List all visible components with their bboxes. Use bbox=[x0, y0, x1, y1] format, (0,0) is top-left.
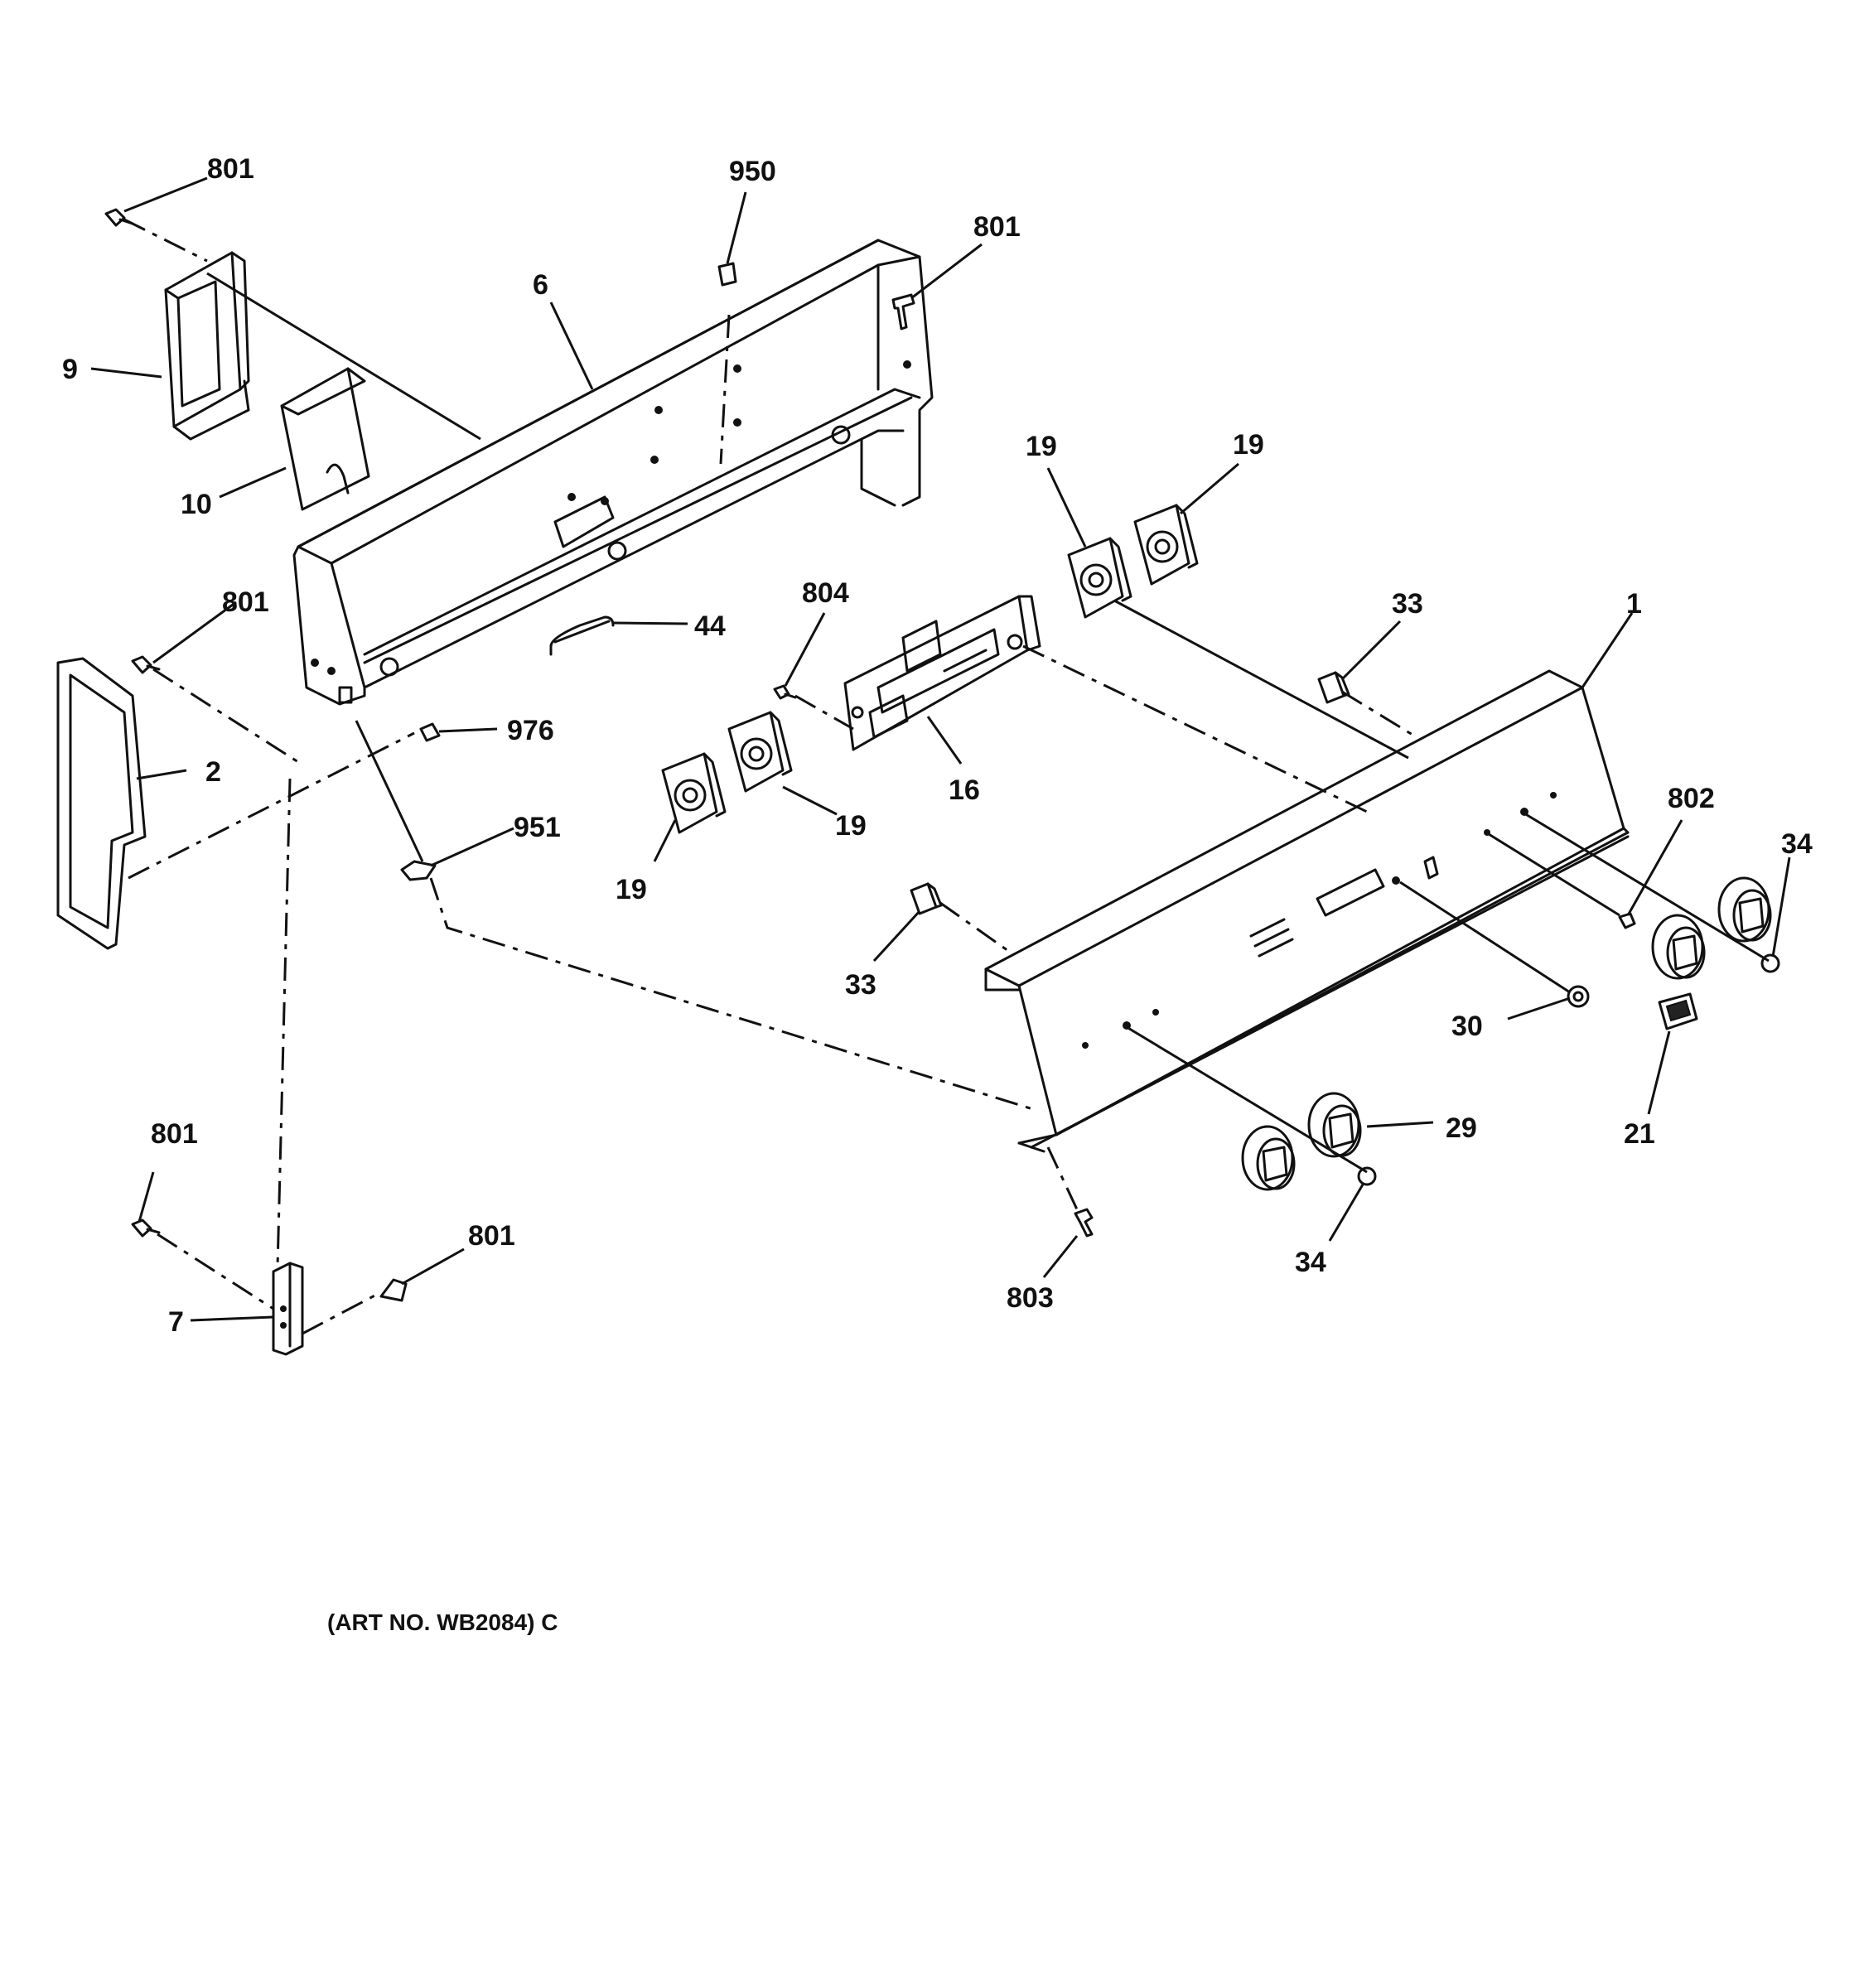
callout-44: 44 bbox=[694, 610, 726, 642]
part-801-screw-lower-left bbox=[131, 1218, 161, 1238]
part-19-switch-a bbox=[1067, 537, 1132, 619]
part-19-switch-d bbox=[661, 752, 727, 834]
part-19-switch-c bbox=[727, 711, 793, 793]
callout-numbers: 801 950 801 6 9 10 19 19 801 804 44 33 1… bbox=[62, 153, 1813, 1338]
callout-leaders bbox=[90, 176, 1791, 1322]
part-1-control-panel bbox=[984, 669, 1630, 1153]
part-7-bracket bbox=[272, 1262, 304, 1356]
callout-1: 1 bbox=[1626, 588, 1642, 620]
part-951-clip bbox=[400, 860, 437, 881]
callout-804: 804 bbox=[802, 577, 849, 609]
part-803-screw bbox=[1074, 1208, 1094, 1238]
callout-30: 30 bbox=[1451, 1011, 1483, 1042]
part-2-end-cap bbox=[56, 657, 147, 950]
part-30-pushbutton bbox=[1567, 985, 1590, 1008]
callout-19: 19 bbox=[616, 874, 647, 905]
part-44-harness bbox=[549, 615, 615, 656]
part-16-control-board bbox=[843, 595, 1041, 751]
part-801-screw-top-right bbox=[891, 293, 915, 331]
callout-16: 16 bbox=[949, 774, 980, 806]
callout-951: 951 bbox=[514, 812, 561, 843]
knob-left-upper bbox=[1307, 1092, 1362, 1158]
callout-801: 801 bbox=[207, 153, 254, 185]
knob-left-lower bbox=[1241, 1125, 1296, 1191]
part-6-backguard-frame bbox=[292, 239, 934, 706]
callout-21: 21 bbox=[1624, 1118, 1655, 1150]
callout-19: 19 bbox=[835, 810, 867, 842]
callout-7: 7 bbox=[168, 1306, 184, 1338]
callout-803: 803 bbox=[1007, 1282, 1054, 1314]
art-number-caption: (ART NO. WB2084) C bbox=[327, 1609, 558, 1635]
part-802-screw bbox=[1618, 912, 1636, 929]
part-801-screw-lower bbox=[379, 1278, 408, 1302]
callout-801: 801 bbox=[222, 586, 269, 618]
part-801-screw-left bbox=[131, 655, 161, 674]
callout-9: 9 bbox=[62, 354, 78, 385]
callout-6: 6 bbox=[533, 269, 548, 301]
callout-29: 29 bbox=[1446, 1112, 1477, 1144]
part-976-clip bbox=[419, 722, 441, 742]
part-33-switch-left bbox=[910, 882, 943, 915]
callout-19: 19 bbox=[1026, 431, 1057, 462]
callout-34: 34 bbox=[1295, 1247, 1326, 1278]
callout-10: 10 bbox=[181, 489, 212, 520]
callout-33: 33 bbox=[1392, 588, 1423, 620]
part-950-clip bbox=[717, 262, 737, 287]
assembly-lines bbox=[123, 218, 1770, 1335]
knob-right-lower bbox=[1651, 914, 1706, 980]
callout-950: 950 bbox=[729, 156, 776, 187]
callout-2: 2 bbox=[205, 756, 221, 788]
callout-801: 801 bbox=[151, 1118, 198, 1150]
callout-34: 34 bbox=[1781, 828, 1813, 860]
callout-801: 801 bbox=[468, 1220, 515, 1252]
callout-802: 802 bbox=[1668, 783, 1715, 814]
part-19-switch-b bbox=[1133, 504, 1199, 586]
callout-33: 33 bbox=[845, 969, 876, 1001]
part-34-ring-lower bbox=[1357, 1166, 1377, 1186]
callout-976: 976 bbox=[507, 715, 554, 746]
callout-801: 801 bbox=[973, 211, 1021, 243]
part-804-screw bbox=[773, 684, 797, 700]
part-9-bracket bbox=[164, 251, 250, 441]
part-10-bracket bbox=[280, 367, 370, 511]
callout-19: 19 bbox=[1233, 429, 1264, 461]
knob-right-upper bbox=[1717, 876, 1772, 943]
part-21-rocker-switch bbox=[1658, 992, 1698, 1030]
